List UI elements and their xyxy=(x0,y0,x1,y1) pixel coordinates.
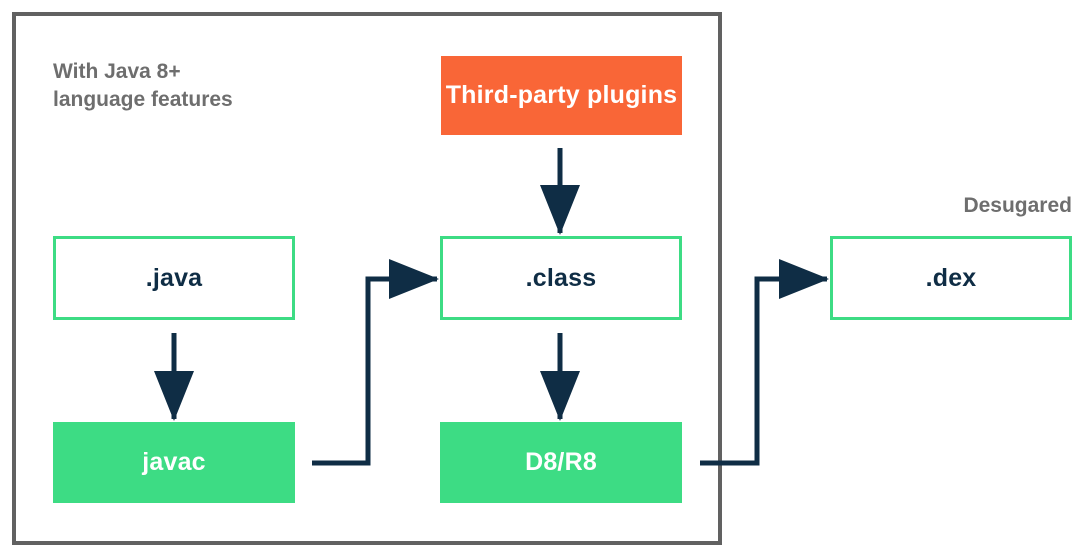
node-dex-file[interactable]: .dex xyxy=(830,236,1072,320)
node-label-dex-file: .dex xyxy=(925,263,977,292)
node-class-file[interactable]: .class xyxy=(440,236,682,320)
node-java-source[interactable]: .java xyxy=(53,236,295,320)
node-javac[interactable]: javac xyxy=(53,422,295,503)
java8-features-caption: With Java 8+ language features xyxy=(53,60,233,111)
node-label-class-file: .class xyxy=(525,263,597,292)
node-d8r8[interactable]: D8/R8 xyxy=(440,422,682,503)
node-label-d8r8: D8/R8 xyxy=(525,448,597,476)
node-label-java-source: .java xyxy=(145,263,203,292)
node-label-javac: javac xyxy=(142,448,206,476)
desugared-caption: Desugared xyxy=(963,194,1072,217)
node-third-party-plugins[interactable]: Third-party plugins xyxy=(441,56,682,135)
node-label-third-party-plugins: Third-party plugins xyxy=(445,81,678,109)
